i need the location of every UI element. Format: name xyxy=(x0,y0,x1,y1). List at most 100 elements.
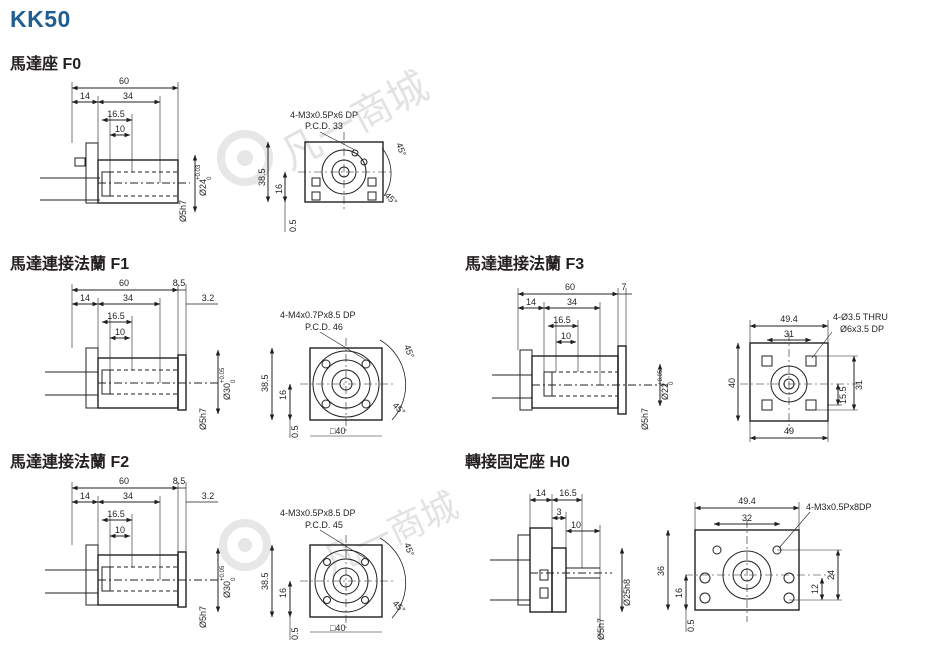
f3-side-view xyxy=(492,345,670,415)
f3-labels: 60 7 14 34 16.5 10 Ø5h7 Ø22 +0.05 0 49.4… xyxy=(526,282,888,436)
f2-dim-10: 10 xyxy=(115,525,125,535)
h0-dim-0-5: 0.5 xyxy=(686,619,696,632)
f3-dim-49: 49 xyxy=(784,426,794,436)
f1-note-pcd: P.C.D. 46 xyxy=(305,322,343,332)
f3-dim-15-5: 15.5 xyxy=(838,386,848,404)
section-title-f0: 馬達座 F0 xyxy=(10,56,82,73)
f3-dim-60: 60 xyxy=(565,282,575,292)
f3-front-view xyxy=(740,333,860,432)
page-title: KK50 xyxy=(10,6,71,32)
f0-dim-10: 10 xyxy=(115,124,125,134)
f1-dim-3-2: 3.2 xyxy=(202,293,215,303)
f1-bore: Ø30 xyxy=(222,383,232,400)
f1-dim-square-40: □40 xyxy=(330,426,345,436)
section-title-f1: 馬達連接法蘭 F1 xyxy=(10,256,130,273)
f2-angle-45-top: 45° xyxy=(402,541,416,558)
f3-dim-14: 14 xyxy=(526,297,536,307)
section-title-f2: 馬達連接法蘭 F2 xyxy=(10,454,130,471)
f0-front-view xyxy=(298,132,392,212)
f0-bore: Ø24 xyxy=(198,179,208,196)
f3-note-holes: 4-Ø3.5 THRU xyxy=(833,312,888,322)
f1-dim-0-5: 0.5 xyxy=(290,425,300,438)
f2-dim-34: 34 xyxy=(123,491,133,501)
h0-note-thread: 4-M3x0.5Px8DP xyxy=(806,502,872,512)
f0-dim-38-5: 38.5 xyxy=(257,168,267,186)
f3-bore: Ø22 xyxy=(660,383,670,400)
f2-labels: 60 8.5 14 34 3.2 16.5 10 Ø5h7 Ø30 +0.05 … xyxy=(80,476,416,640)
f0-shaft: Ø5h7 xyxy=(178,200,188,222)
h0-dim-16-5: 16.5 xyxy=(559,488,577,498)
f0-dim-60: 60 xyxy=(119,76,129,86)
f2-dim-0-5: 0.5 xyxy=(290,627,300,640)
f0-side-view xyxy=(40,142,190,204)
h0-front-view xyxy=(685,520,835,622)
f3-bore-tol-lo: 0 xyxy=(669,381,675,385)
f3-dim-10: 10 xyxy=(561,331,571,341)
f0-dim-34: 34 xyxy=(123,91,133,101)
watermark-text: 凡一商城 xyxy=(273,63,436,179)
f2-dim-60: 60 xyxy=(119,476,129,486)
h0-bore: Ø25h8 xyxy=(622,579,632,606)
watermark-logo-icon xyxy=(217,130,273,571)
h0-dim-49-4: 49.4 xyxy=(738,496,756,506)
h0-shaft: Ø5h7 xyxy=(596,618,606,640)
h0-dim-12: 12 xyxy=(810,584,820,594)
f3-dim-31-vertical: 31 xyxy=(854,380,864,390)
f2-dim-square-40: □40 xyxy=(330,623,345,633)
section-title-f3: 馬達連接法蘭 F3 xyxy=(465,256,585,273)
f3-dim-34: 34 xyxy=(567,297,577,307)
f2-bore-tol-up: +0.05 xyxy=(220,565,226,581)
f2-bore: Ø30 xyxy=(222,581,232,598)
f1-note-thread: 4-M4x0.7Px8.5 DP xyxy=(280,310,356,320)
f3-dim-31: 31 xyxy=(784,329,794,339)
f3-dim-49-4: 49.4 xyxy=(780,314,798,324)
f2-dim-38-5: 38.5 xyxy=(260,572,270,590)
f2-note-pcd: P.C.D. 45 xyxy=(305,520,343,530)
f1-shaft: Ø5h7 xyxy=(198,408,208,430)
f1-dim-38-5: 38.5 xyxy=(260,374,270,392)
f2-shaft: Ø5h7 xyxy=(198,606,208,628)
f1-angle-45-top: 45° xyxy=(402,343,416,360)
f3-shaft: Ø5h7 xyxy=(640,408,650,430)
h0-dim-32: 32 xyxy=(742,513,752,523)
f0-dim-0-5: 0.5 xyxy=(288,219,298,232)
f2-note-thread: 4-M3x0.5Px8.5 DP xyxy=(280,508,356,518)
f0-dim-16-5: 16.5 xyxy=(107,109,125,119)
h0-dim-14: 14 xyxy=(536,488,546,498)
f3-bore-tol-up: +0.05 xyxy=(658,369,664,385)
h0-dim-10: 10 xyxy=(571,520,581,530)
f1-side-view xyxy=(45,347,220,411)
f3-dim-16-5: 16.5 xyxy=(553,315,571,325)
f2-angle-45-bottom: 45° xyxy=(391,598,408,615)
f1-dim-34: 34 xyxy=(123,293,133,303)
f0-note-pcd: P.C.D. 33 xyxy=(305,121,343,131)
h0-dim-3: 3 xyxy=(556,507,561,517)
f1-front-view xyxy=(300,338,407,432)
f1-dim-8-5: 8.5 xyxy=(173,278,186,288)
f0-angle-45-top: 45° xyxy=(394,141,408,158)
f1-labels: 60 8.5 14 34 3.2 16.5 10 Ø5h7 Ø30 +0.05 … xyxy=(80,278,416,438)
f2-side-view xyxy=(45,544,220,608)
f1-angle-45-bottom: 45° xyxy=(391,400,408,417)
f3-dim-7: 7 xyxy=(621,282,626,292)
f2-bore-tol-lo: 0 xyxy=(231,577,237,581)
watermark-text-2: 凡一商城 xyxy=(316,485,464,583)
f2-dim-16-5: 16.5 xyxy=(107,509,125,519)
f2-dim-8-5: 8.5 xyxy=(173,476,186,486)
h0-dim-16: 16 xyxy=(674,588,684,598)
f3-note-counterbore: Ø6x3.5 DP xyxy=(840,324,884,334)
drawing-f0 xyxy=(40,82,392,232)
section-title-h0: 轉接固定座 H0 xyxy=(465,454,570,471)
f2-dim-3-2: 3.2 xyxy=(202,491,215,501)
f1-dim-10: 10 xyxy=(115,327,125,337)
drawing-h0 xyxy=(490,494,842,640)
f0-dim-14: 14 xyxy=(80,91,90,101)
h0-labels: 14 16.5 3 10 Ø25h8 Ø5h7 49.4 32 4-M3x0.5… xyxy=(536,488,872,640)
f2-front-view xyxy=(300,535,407,628)
f1-dim-60: 60 xyxy=(119,278,129,288)
f0-note-thread: 4-M3x0.5Px6 DP xyxy=(290,110,358,120)
h0-dim-36: 36 xyxy=(656,566,666,576)
f1-bore-tol-lo: 0 xyxy=(231,379,237,383)
f0-bore-tol-up: +0.03 xyxy=(196,164,202,180)
